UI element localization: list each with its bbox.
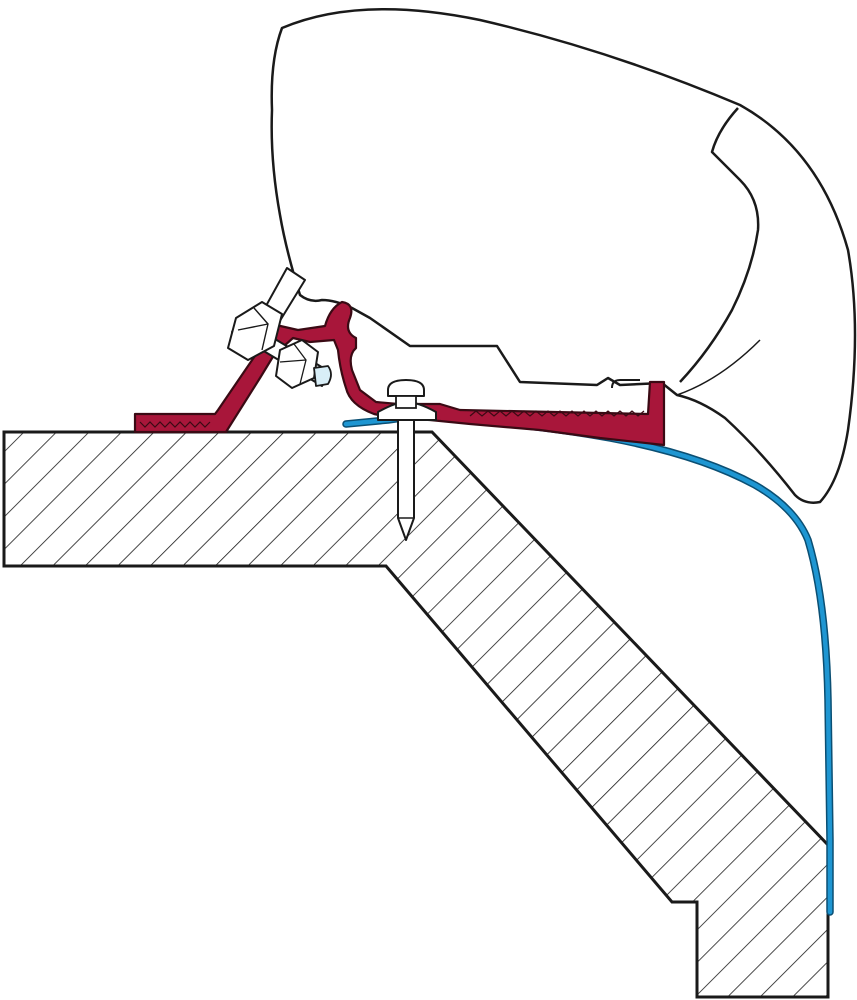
awning-cassette-front-panel [679, 107, 760, 383]
screw-shank [397, 419, 415, 541]
clamp-bolt [227, 267, 332, 389]
mounting-bracket-hook [611, 379, 640, 389]
mounting-bracket-serration-left [139, 421, 211, 428]
hex-nut-facet [279, 343, 307, 385]
awning-cassette [270, 8, 857, 504]
bolt-head [227, 301, 283, 361]
mounting-bracket-serration-right [469, 410, 645, 417]
awning-cassette-lip [676, 339, 761, 396]
wall-section-outline [2, 430, 830, 999]
screw-head [387, 379, 425, 397]
wall-section [2, 430, 830, 999]
bolt-head-facet [237, 307, 269, 351]
hex-nut [275, 339, 319, 389]
bolt-tip [313, 365, 332, 387]
screw-collar [395, 395, 417, 409]
screw [377, 379, 437, 541]
